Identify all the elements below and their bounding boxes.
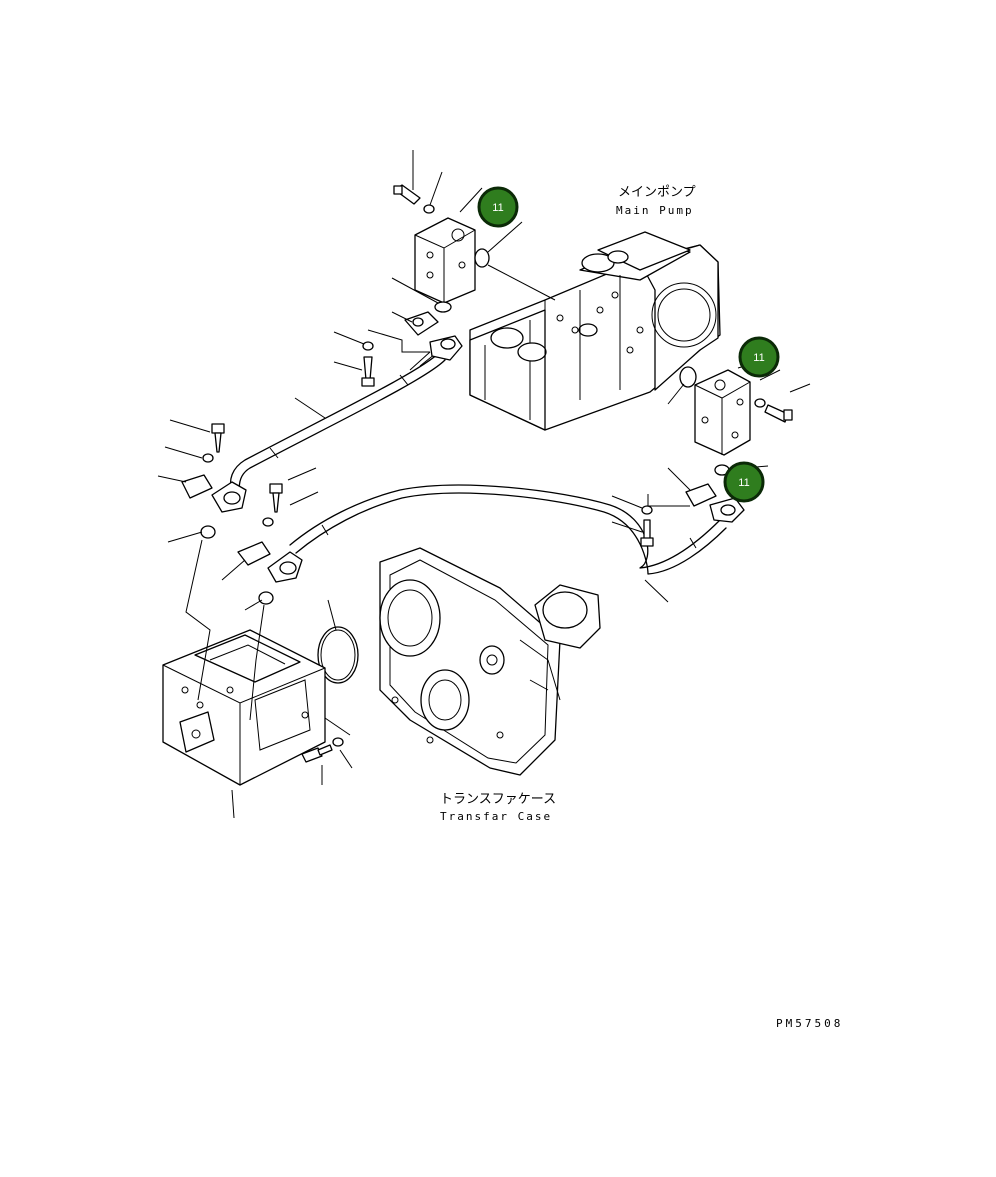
bolt	[211, 423, 225, 453]
callout-badge[interactable]: 11	[723, 461, 765, 503]
main-pump-label-jp: メインポンプ	[618, 185, 696, 200]
upper-washer	[423, 204, 435, 214]
flange-hole	[412, 317, 424, 327]
callout-number: 11	[738, 477, 749, 489]
o-ring	[258, 591, 274, 605]
bolt	[269, 483, 283, 513]
leader-lines	[157, 150, 811, 819]
o-ring	[434, 301, 452, 313]
large-o-ring	[317, 626, 359, 684]
washer	[202, 453, 214, 463]
lower-valve-block	[162, 629, 326, 786]
main-pump	[469, 231, 721, 431]
o-ring	[200, 525, 216, 539]
o-ring	[474, 248, 490, 268]
upper-bolt	[393, 184, 421, 205]
transfer-case-label-jp: トランスファケース	[440, 792, 556, 807]
right-washer	[754, 398, 766, 408]
callout-number: 11	[492, 202, 503, 214]
lower-hose	[267, 484, 745, 583]
washer	[262, 517, 274, 527]
washer	[332, 737, 344, 747]
bolt	[640, 519, 654, 547]
split-flange	[181, 474, 213, 499]
drawing-code: PM57508	[776, 1017, 843, 1030]
callout-badge[interactable]: 11	[477, 186, 519, 228]
upper-manifold-block	[414, 217, 476, 304]
washer	[362, 341, 374, 351]
transfer-case	[379, 547, 601, 776]
split-flange	[685, 483, 717, 507]
callout-number: 11	[753, 352, 764, 364]
upper-hose	[211, 335, 463, 513]
transfer-case-label-en: Transfar Case	[440, 810, 552, 823]
callout-badge[interactable]: 11	[738, 336, 780, 378]
right-bolt	[764, 404, 793, 423]
bolt	[361, 356, 375, 387]
bolt	[301, 744, 333, 763]
o-ring	[679, 366, 697, 388]
main-pump-label-en: Main Pump	[616, 204, 694, 217]
right-manifold-block	[694, 369, 751, 456]
washer	[641, 505, 653, 515]
